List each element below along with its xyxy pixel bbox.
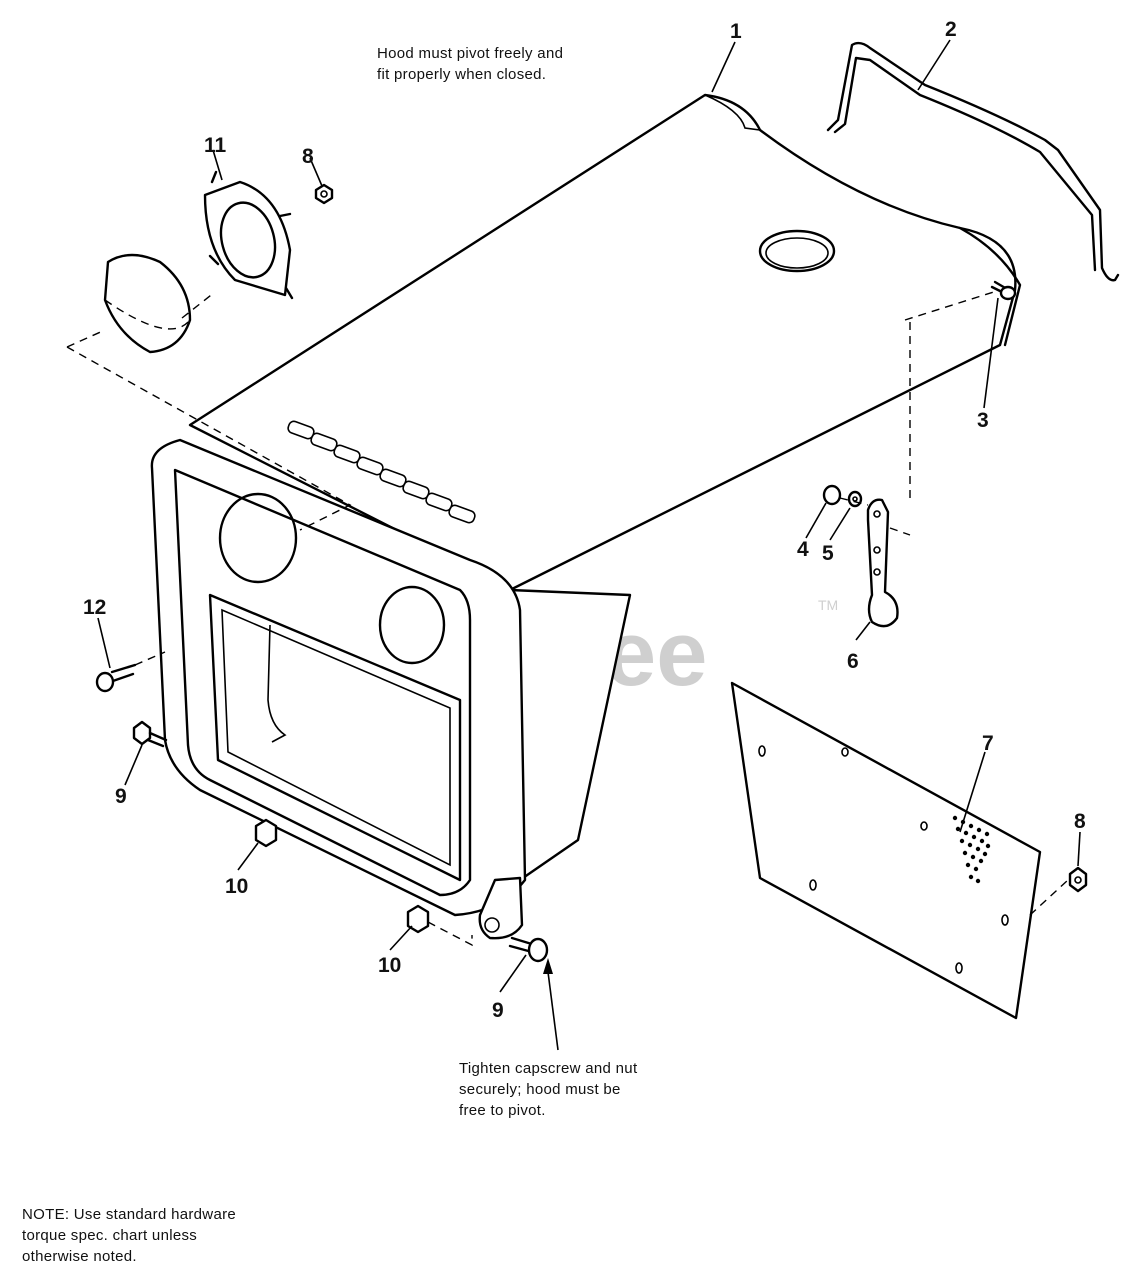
screw-12-head: [95, 671, 115, 693]
leader-lines: [97, 39, 1081, 1051]
latch-bracket: [866, 498, 899, 628]
pivot-arrow: [543, 958, 553, 974]
hood-latch-rod-edge: [833, 56, 1097, 272]
latch-bracket-body: [866, 498, 899, 628]
headlight-retainer: [203, 180, 292, 297]
nut-10-left: [254, 818, 278, 848]
callout-5: 5: [822, 542, 834, 565]
headlight-opening-left: [218, 492, 298, 584]
hood-rear-flange: [958, 226, 1022, 347]
hardware-parts: [95, 183, 1088, 963]
watermark-tm: TM: [818, 597, 838, 613]
hood-latch-rod: [826, 41, 1120, 282]
washer-5: [847, 490, 863, 508]
callout-9-left: 9: [115, 785, 127, 808]
headlight-lens-edge: [104, 299, 191, 330]
headlight-retainer-inner: [219, 201, 277, 279]
callout-4: 4: [797, 538, 809, 561]
callout-8-right: 8: [1074, 810, 1086, 833]
nut-8-top: [314, 183, 334, 205]
headlight-opening-right: [378, 585, 446, 665]
callout-11: 11: [204, 134, 227, 157]
hood-body: [150, 93, 1022, 940]
hood-lower-grille-inner: [221, 608, 451, 867]
screw-9-right-head: [527, 937, 549, 963]
note-tighten-capscrew: Tighten capscrew and nut securely; hood …: [459, 1060, 638, 1119]
hood-front-frame: [150, 438, 527, 917]
note-hardware-torque: NOTE: Use standard hardware torque spec.…: [22, 1206, 237, 1265]
side-panel: [730, 681, 1042, 1020]
callout-10-left: 10: [225, 875, 248, 898]
nut-8-right: [1068, 866, 1088, 893]
headlight-assembly: [103, 170, 294, 354]
pivot-hole: [484, 917, 500, 933]
nut-4: [822, 484, 842, 506]
callouts: 1 2 3 4 5 6 7 8 8 11 12 9 10 10 9: [83, 18, 1086, 1022]
callout-1: 1: [730, 20, 742, 43]
hood-front-inner-frame: [173, 468, 472, 897]
hood-pivot-tab: [478, 876, 524, 940]
headlight-retainer-tabs: [208, 170, 294, 300]
hood-lower-grille: [208, 593, 462, 882]
side-panel-plate: [730, 681, 1042, 1020]
screw-9-left-shank: [146, 731, 168, 748]
hood-top-edge: [704, 94, 762, 131]
callout-12: 12: [83, 596, 106, 619]
hood-grille-bracket: [267, 624, 287, 743]
side-panel-vent-holes: [952, 815, 991, 884]
hood-fill-opening-inner: [765, 237, 829, 269]
callout-2: 2: [945, 18, 957, 41]
screw-3-head: [999, 285, 1017, 301]
screw-9-left-head: [132, 720, 152, 746]
hood-vents: [287, 420, 476, 524]
callout-6: 6: [847, 650, 859, 673]
alignment-lines: [66, 289, 1069, 947]
hood-fill-opening: [758, 229, 836, 273]
hood-side-skirt: [508, 588, 632, 882]
callout-9-right: 9: [492, 999, 504, 1022]
callout-3: 3: [977, 409, 989, 432]
note-hood-pivot: Hood must pivot freely and fit properly …: [377, 45, 564, 83]
callout-8-top: 8: [302, 145, 314, 168]
callout-7: 7: [982, 732, 994, 755]
headlight-lens: [103, 253, 192, 354]
nut-10-right: [406, 904, 430, 934]
callout-10-right: 10: [378, 954, 401, 977]
